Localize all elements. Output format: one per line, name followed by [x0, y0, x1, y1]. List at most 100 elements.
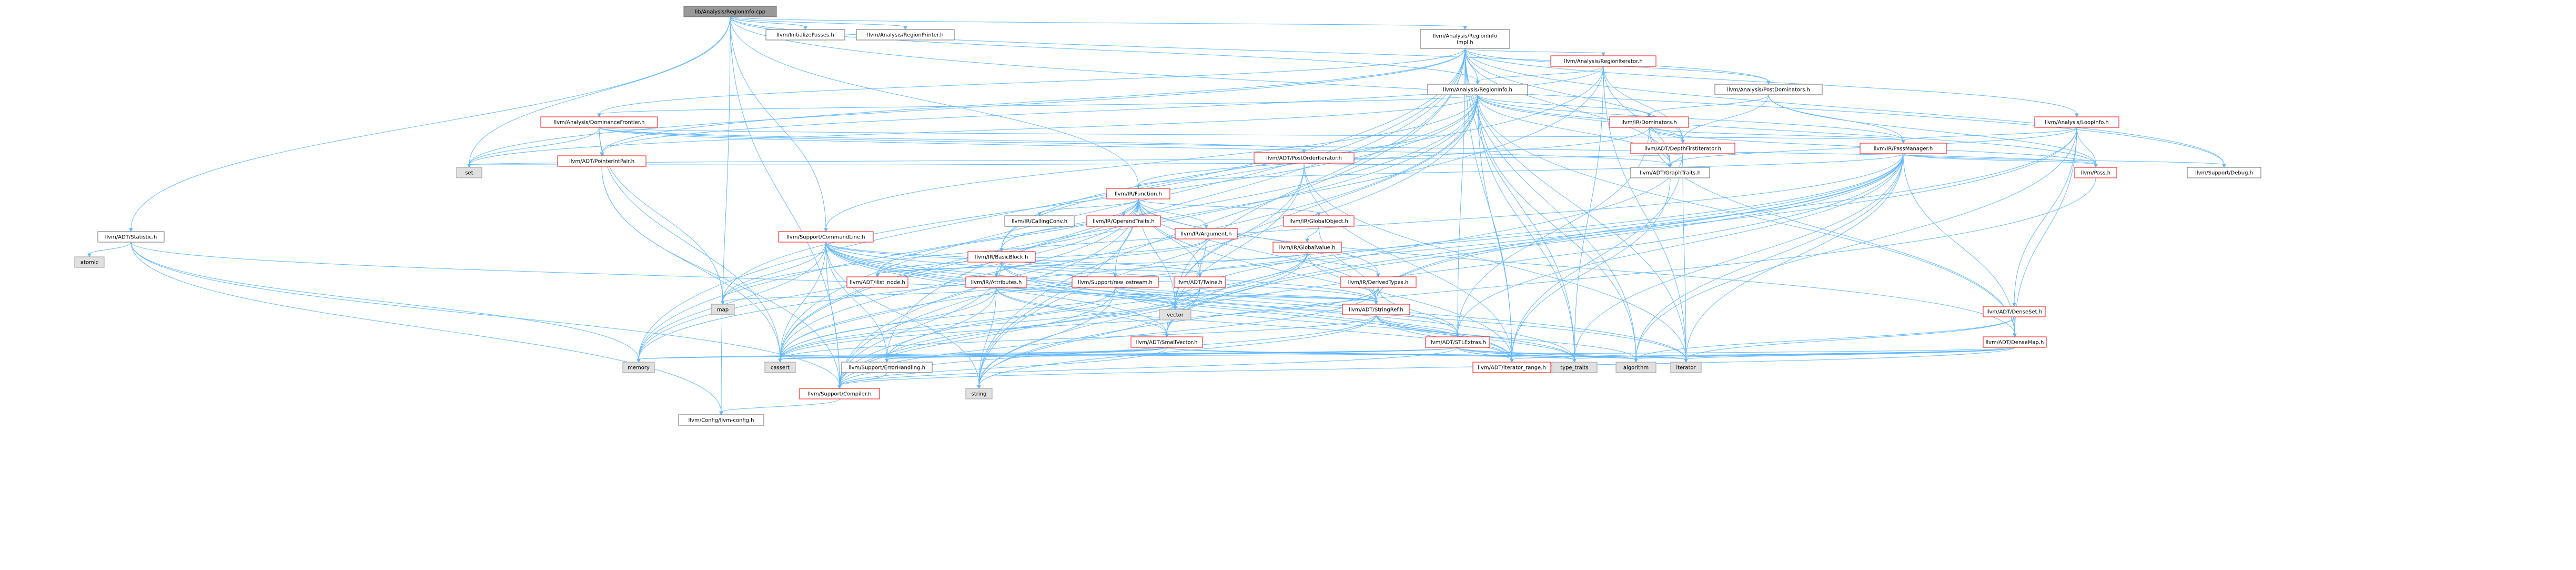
node-vector[interactable]: vector — [1159, 309, 1191, 321]
node-box[interactable] — [1283, 215, 1355, 227]
node-box[interactable] — [1130, 336, 1203, 348]
node-map[interactable]: map — [711, 304, 735, 315]
node-box[interactable] — [557, 155, 646, 167]
node-algorithm[interactable]: algorithm — [1615, 362, 1656, 373]
node-box[interactable] — [540, 116, 658, 128]
node-smallvector[interactable]: llvm/ADT/SmallVector.h — [1130, 336, 1203, 348]
node-denseset[interactable]: llvm/ADT/DenseSet.h — [1983, 306, 2046, 317]
node-atomic[interactable]: atomic — [74, 256, 105, 268]
node-box[interactable] — [1714, 84, 1823, 95]
node-box[interactable] — [1630, 167, 1710, 178]
node-box[interactable] — [778, 231, 874, 243]
node-passmanager[interactable]: llvm/IR/PassManager.h — [1860, 143, 1947, 154]
node-regioninfo[interactable]: llvm/Analysis/RegionInfo.h — [1427, 84, 1528, 95]
node-box[interactable] — [841, 362, 933, 373]
node-box[interactable] — [1630, 143, 1735, 154]
node-box[interactable] — [1072, 276, 1159, 288]
node-box[interactable] — [1427, 84, 1528, 95]
node-box[interactable] — [74, 256, 105, 268]
node-domfrontier[interactable]: llvm/Analysis/DominanceFrontier.h — [540, 116, 658, 128]
node-box[interactable] — [1983, 336, 2047, 348]
node-statistic[interactable]: llvm/ADT/Statistic.h — [97, 231, 165, 243]
node-box[interactable] — [1425, 336, 1490, 348]
node-stlextras[interactable]: llvm/ADT/STLExtras.h — [1425, 336, 1490, 348]
node-function[interactable]: llvm/IR/Function.h — [1106, 188, 1170, 199]
node-box[interactable] — [1004, 215, 1075, 227]
node-pointerintpair[interactable]: llvm/ADT/PointerIntPair.h — [557, 155, 646, 167]
node-graphtraits[interactable]: llvm/ADT/GraphTraits.h — [1630, 167, 1710, 178]
node-box[interactable] — [764, 362, 796, 373]
node-box[interactable] — [1550, 55, 1656, 67]
node-initpasses[interactable]: llvm/InitializePasses.h — [765, 29, 845, 41]
node-iteratorrange[interactable]: llvm/ADT/iterator_range.h — [1472, 362, 1551, 373]
node-box[interactable] — [1615, 362, 1656, 373]
node-dominators[interactable]: llvm/IR/Dominators.h — [1609, 116, 1689, 128]
node-box[interactable] — [1609, 116, 1689, 128]
node-box[interactable] — [1175, 228, 1238, 239]
node-twine[interactable]: llvm/ADT/Twine.h — [1174, 276, 1226, 288]
node-commandline[interactable]: llvm/Support/CommandLine.h — [778, 231, 874, 243]
node-box[interactable] — [846, 276, 908, 288]
node-box[interactable] — [456, 167, 482, 178]
node-rawostream[interactable]: llvm/Support/raw_ostream.h — [1072, 276, 1159, 288]
node-box[interactable] — [1342, 304, 1410, 315]
node-box[interactable] — [1420, 29, 1510, 49]
node-depthfirst[interactable]: llvm/ADT/DepthFirstIterator.h — [1630, 143, 1735, 154]
node-basicblock[interactable]: llvm/IR/BasicBlock.h — [967, 251, 1036, 263]
node-postorder[interactable]: llvm/ADT/PostOrderIterator.h — [1254, 152, 1355, 164]
node-compiler[interactable]: llvm/Support/Compiler.h — [799, 388, 880, 399]
node-box[interactable] — [1106, 188, 1170, 199]
node-box[interactable] — [967, 251, 1036, 263]
node-pass[interactable]: llvm/Pass.h — [2074, 167, 2117, 178]
node-box[interactable] — [1174, 276, 1226, 288]
node-box[interactable] — [765, 29, 845, 41]
node-attributes[interactable]: llvm/IR/Attributes.h — [965, 276, 1027, 288]
node-debug[interactable]: llvm/Support/Debug.h — [2187, 167, 2261, 178]
node-callingconv[interactable]: llvm/IR/CallingConv.h — [1004, 215, 1075, 227]
node-box[interactable] — [1086, 215, 1161, 227]
node-box[interactable] — [1472, 362, 1551, 373]
node-densemap[interactable]: llvm/ADT/DenseMap.h — [1983, 336, 2047, 348]
node-box[interactable] — [1272, 242, 1342, 253]
node-box[interactable] — [683, 6, 777, 17]
node-box[interactable] — [1254, 152, 1355, 164]
node-box[interactable] — [678, 414, 764, 426]
node-box[interactable] — [2187, 167, 2261, 178]
node-operandtraits[interactable]: llvm/IR/OperandTraits.h — [1086, 215, 1161, 227]
node-argument[interactable]: llvm/IR/Argument.h — [1175, 228, 1238, 239]
node-box[interactable] — [2034, 116, 2119, 128]
node-box[interactable] — [965, 276, 1027, 288]
node-box[interactable] — [856, 29, 955, 41]
node-loopinfo[interactable]: llvm/Analysis/LoopInfo.h — [2034, 116, 2119, 128]
node-box[interactable] — [1159, 309, 1191, 321]
node-postdom[interactable]: llvm/Analysis/PostDominators.h — [1714, 84, 1823, 95]
node-box[interactable] — [711, 304, 735, 315]
node-box[interactable] — [1983, 306, 2046, 317]
node-regionprinter[interactable]: llvm/Analysis/RegionPrinter.h — [856, 29, 955, 41]
node-iterator[interactable]: iterator — [1670, 362, 1702, 373]
node-llvmconfig[interactable]: llvm/Config/llvm-config.h — [678, 414, 764, 426]
node-box[interactable] — [1860, 143, 1947, 154]
node-set[interactable]: set — [456, 167, 482, 178]
node-globalvalue[interactable]: llvm/IR/GlobalValue.h — [1272, 242, 1342, 253]
node-root[interactable]: lib/Analysis/RegionInfo.cpp — [683, 6, 777, 17]
node-box[interactable] — [1670, 362, 1702, 373]
node-ilistnode[interactable]: llvm/ADT/ilist_node.h — [846, 276, 908, 288]
node-typetraits[interactable]: type_traits — [1551, 362, 1598, 373]
node-cassert[interactable]: cassert — [764, 362, 796, 373]
node-errorhandling[interactable]: llvm/Support/ErrorHandling.h — [841, 362, 933, 373]
node-derivedtypes[interactable]: llvm/IR/DerivedTypes.h — [1340, 276, 1417, 288]
node-regioniterator[interactable]: llvm/Analysis/RegionIterator.h — [1550, 55, 1656, 67]
node-box[interactable] — [97, 231, 165, 243]
node-box[interactable] — [799, 388, 880, 399]
node-box[interactable] — [1551, 362, 1598, 373]
node-box[interactable] — [2074, 167, 2117, 178]
node-memory[interactable]: memory — [622, 362, 655, 373]
node-box[interactable] — [622, 362, 655, 373]
node-globalobject[interactable]: llvm/IR/GlobalObject.h — [1283, 215, 1355, 227]
node-box[interactable] — [965, 388, 993, 399]
node-box[interactable] — [1340, 276, 1417, 288]
node-string[interactable]: string — [965, 388, 993, 399]
node-stringref[interactable]: llvm/ADT/StringRef.h — [1342, 304, 1410, 315]
